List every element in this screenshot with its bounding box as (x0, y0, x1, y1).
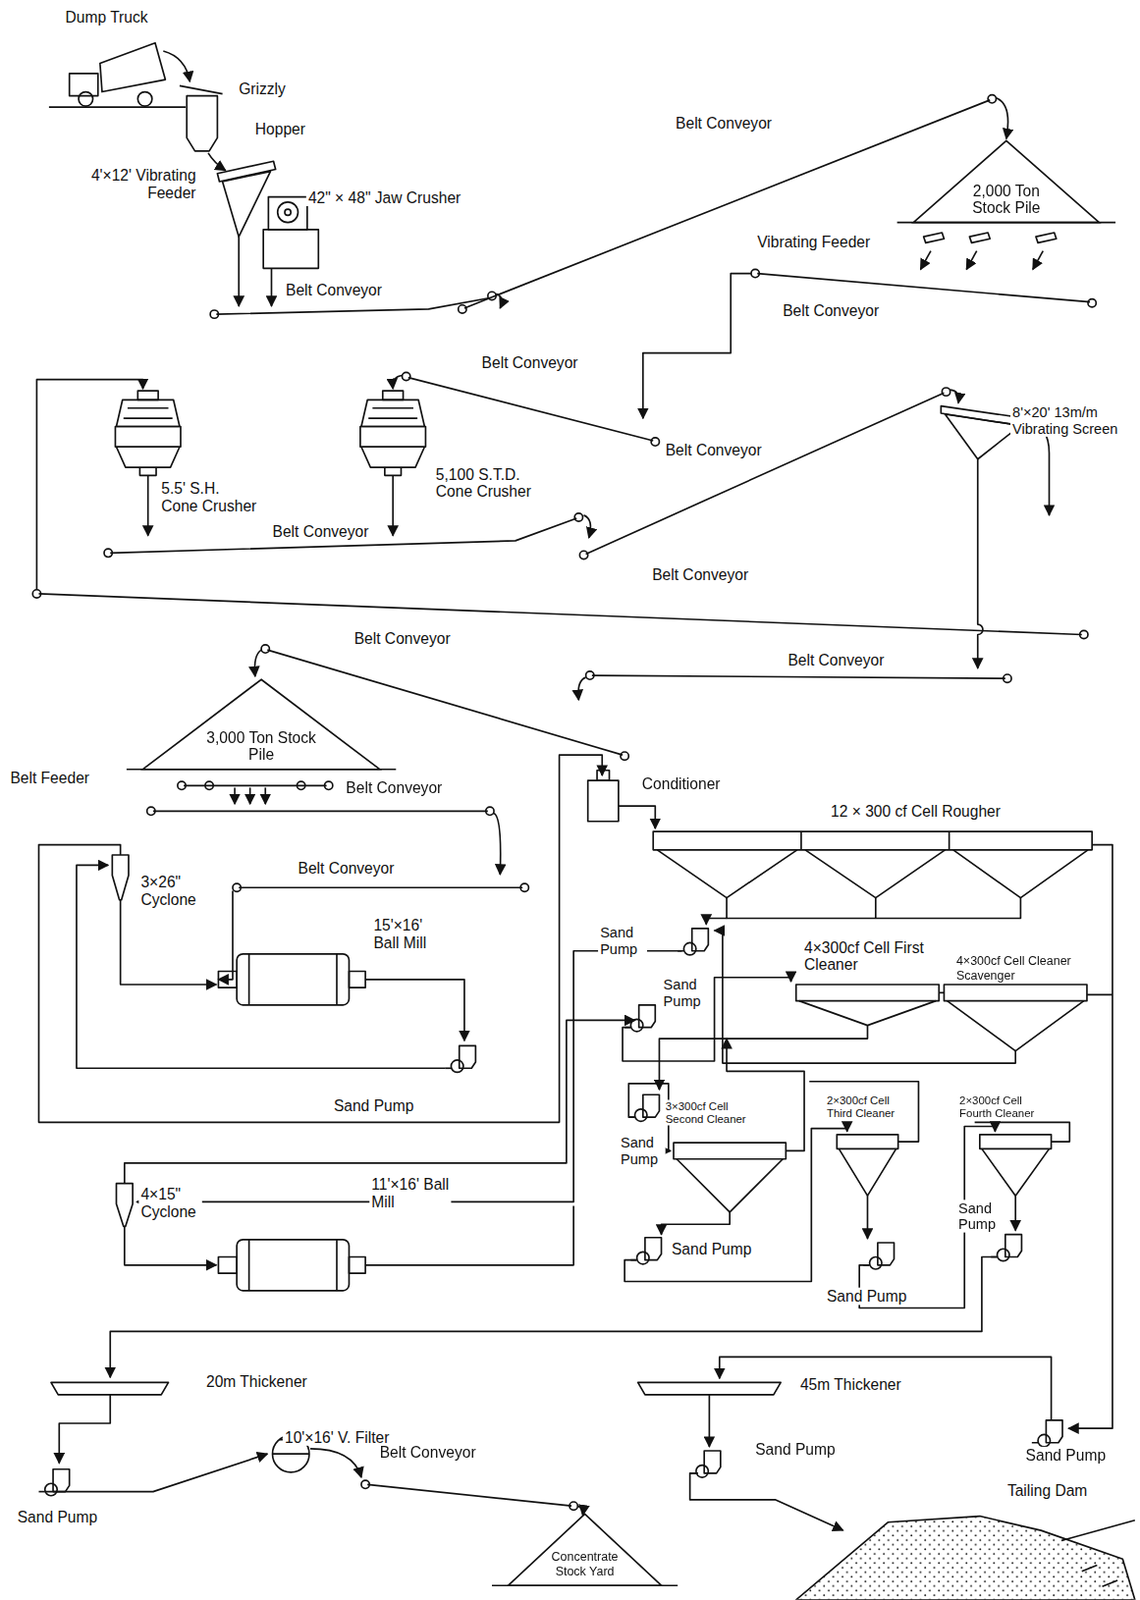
equipment-label: Belt Conveyor (480, 354, 581, 373)
equipment-label: Sand Pump (597, 924, 648, 958)
pile-label: 3,000 Ton Stock Pile (196, 728, 327, 764)
equipment-label: 4'×12' Vibrating Feeder (58, 165, 198, 202)
equipment-label: Belt Conveyor (785, 651, 886, 669)
equipment-label: Belt Conveyor (343, 778, 444, 797)
equipment-label: 4×15" Cyclone (138, 1186, 202, 1222)
pile-triangle (508, 1514, 662, 1586)
equipment-label: Belt Conveyor (378, 1444, 479, 1463)
pile-label: 2,000 Ton Stock Pile (955, 180, 1058, 217)
equipment-label: 15'×16' Ball Mill (371, 916, 453, 952)
equipment-label: Dump Truck (62, 7, 150, 26)
stock-pile: Concentrate Stock Yard (508, 1514, 662, 1586)
equipment-label: Sand Pump (15, 1508, 101, 1526)
equipment-label: Sand Pump (956, 1199, 1004, 1233)
equipment-label: Sand Pump (618, 1135, 666, 1168)
equipment-label: 2×300cf Cell Fourth Cleaner (957, 1093, 1047, 1120)
equipment-label: Belt Conveyor (295, 859, 396, 877)
equipment-label: 11'×16' Ball Mill (369, 1175, 451, 1211)
equipment-label: Sand Pump (661, 977, 711, 1010)
equipment-label: Sand Pump (753, 1441, 838, 1460)
equipment-label: Hopper (253, 120, 308, 139)
equipment-label: 3×26" Cyclone (138, 873, 207, 910)
equipment-label: 5.5' S.H. Cone Crusher (159, 480, 262, 516)
equipment-label: Conditioner (640, 775, 723, 794)
equipment-label: 20m Thickener (204, 1372, 310, 1391)
equipment-label: Belt Conveyor (352, 629, 453, 648)
equipment-label: Belt Conveyor (283, 281, 384, 300)
equipment-label: Belt Conveyor (673, 113, 774, 132)
equipment-label: 8'×20' 13m/m Vibrating Screen (1010, 404, 1136, 437)
equipment-label: Belt Conveyor (663, 440, 764, 459)
equipment-label: Belt Feeder (7, 769, 92, 788)
equipment-label: Belt Conveyor (270, 522, 371, 541)
equipment-label: 3×300cf Cell Second Cleaner (663, 1099, 754, 1126)
equipment-label: Belt Conveyor (650, 566, 751, 585)
stock-pile: 3,000 Ton Stock Pile (143, 679, 380, 769)
equipment-label: 2×300cf Cell Third Cleaner (824, 1093, 915, 1120)
equipment-label: 42" × 48" Jaw Crusher (306, 188, 464, 207)
ground-line (126, 768, 396, 771)
equipment-label: 5,100 S.T.D. Cone Crusher (434, 465, 541, 501)
equipment-label: 10'×16' V. Filter (282, 1428, 392, 1447)
ground-line (897, 221, 1116, 224)
equipment-label: 45m Thickener (798, 1375, 904, 1394)
equipment-label: Tailing Dam (1005, 1481, 1090, 1500)
equipment-label: Sand Pump (1024, 1447, 1109, 1466)
equipment-label: Sand Pump (669, 1241, 755, 1259)
pile-triangle (913, 140, 1099, 222)
equipment-label: Belt Conveyor (780, 302, 881, 321)
equipment-label: Sand Pump (824, 1288, 910, 1306)
equipment-label: Grizzly (236, 79, 288, 98)
pile-triangle (143, 679, 380, 769)
equipment-label: 4×300cf Cell First Cleaner (802, 938, 927, 975)
equipment-label: 12 × 300 cf Cell Rougher (828, 802, 1003, 820)
stock-pile: 2,000 Ton Stock Pile (913, 140, 1099, 222)
equipment-label: 4×300cf Cell Cleaner Scavenger (954, 955, 1089, 984)
equipment-label: Vibrating Feeder (755, 232, 872, 251)
pile-label: Concentrate Stock Yard (542, 1551, 627, 1580)
ground-line (491, 1584, 678, 1587)
equipment-label: Sand Pump (331, 1096, 417, 1115)
